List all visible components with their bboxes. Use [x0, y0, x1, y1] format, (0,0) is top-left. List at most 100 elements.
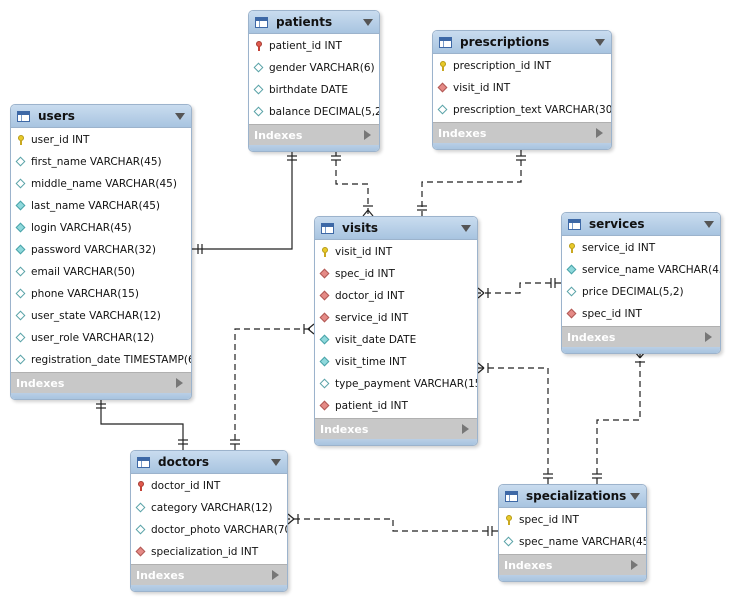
table-icon: [17, 110, 30, 122]
column-row[interactable]: prescription_text VARCHAR(300): [433, 99, 611, 121]
column-label: doctor_id INT: [151, 480, 221, 492]
expand-arrow-icon[interactable]: [176, 378, 183, 388]
column-row[interactable]: password VARCHAR(32): [11, 239, 191, 261]
relationship-users-doctors[interactable]: [96, 398, 188, 450]
indexes-section[interactable]: Indexes: [315, 418, 477, 439]
column-row[interactable]: type_payment VARCHAR(15): [315, 373, 477, 395]
column-row[interactable]: service_id INT: [315, 307, 477, 329]
column-row[interactable]: doctor_id INT: [131, 475, 287, 497]
column-row[interactable]: patient_id INT: [315, 395, 477, 417]
primary-key-icon: [438, 61, 448, 71]
not-null-column-icon: [567, 265, 577, 275]
column-row[interactable]: birthdate DATE: [249, 79, 379, 101]
column-row[interactable]: spec_name VARCHAR(45): [499, 531, 646, 553]
indexes-section[interactable]: Indexes: [433, 122, 611, 143]
column-row[interactable]: phone VARCHAR(15): [11, 283, 191, 305]
table-header[interactable]: services: [562, 213, 720, 236]
column-row[interactable]: spec_id INT: [562, 303, 720, 325]
table-title: patients: [276, 15, 333, 29]
column-row[interactable]: first_name VARCHAR(45): [11, 151, 191, 173]
foreign-key-icon: [320, 313, 330, 323]
relationship-patients-visits[interactable]: [331, 150, 374, 217]
indexes-label: Indexes: [136, 568, 185, 582]
column-row[interactable]: visit_id INT: [315, 241, 477, 263]
table-header[interactable]: visits: [315, 217, 477, 240]
relationship-specializations-visits[interactable]: [477, 362, 553, 484]
column-row[interactable]: last_name VARCHAR(45): [11, 195, 191, 217]
column-row[interactable]: doctor_photo VARCHAR(70): [131, 519, 287, 541]
column-row[interactable]: prescription_id INT: [433, 55, 611, 77]
column-row[interactable]: registration_date TIMESTAMP(6): [11, 349, 191, 371]
collapse-caret-icon[interactable]: [175, 112, 185, 120]
column-row[interactable]: spec_id INT: [499, 509, 646, 531]
indexes-label: Indexes: [567, 330, 616, 344]
indexes-section[interactable]: Indexes: [131, 564, 287, 585]
collapse-caret-icon[interactable]: [704, 220, 714, 228]
table-header[interactable]: patients: [249, 11, 379, 34]
column-row[interactable]: visit_id INT: [433, 77, 611, 99]
column-row[interactable]: specialization_id INT: [131, 541, 287, 563]
column-row[interactable]: service_name VARCHAR(45): [562, 259, 720, 281]
column-row[interactable]: middle_name VARCHAR(45): [11, 173, 191, 195]
column-row[interactable]: doctor_id INT: [315, 285, 477, 307]
expand-arrow-icon[interactable]: [631, 560, 638, 570]
table-icon: [568, 218, 581, 230]
relationship-prescriptions-visits[interactable]: [417, 150, 526, 216]
column-label: type_payment VARCHAR(15): [335, 378, 478, 390]
collapse-caret-icon[interactable]: [595, 38, 605, 46]
column-row[interactable]: category VARCHAR(12): [131, 497, 287, 519]
relationship-specializations-doctors[interactable]: [287, 513, 498, 536]
column-row[interactable]: email VARCHAR(50): [11, 261, 191, 283]
column-label: user_role VARCHAR(12): [31, 332, 155, 344]
not-null-column-icon: [320, 335, 330, 345]
expand-arrow-icon[interactable]: [596, 128, 603, 138]
collapse-caret-icon[interactable]: [271, 458, 281, 466]
expand-arrow-icon[interactable]: [364, 130, 371, 140]
relationship-specializations-services[interactable]: [592, 351, 646, 484]
column-icon: [16, 311, 26, 321]
indexes-section[interactable]: Indexes: [562, 326, 720, 347]
column-row[interactable]: visit_date DATE: [315, 329, 477, 351]
column-row[interactable]: service_id INT: [562, 237, 720, 259]
column-row[interactable]: user_id INT: [11, 129, 191, 151]
column-row[interactable]: gender VARCHAR(6): [249, 57, 379, 79]
column-row[interactable]: balance DECIMAL(5,2): [249, 101, 379, 123]
expand-arrow-icon[interactable]: [272, 570, 279, 580]
table-header[interactable]: prescriptions: [433, 31, 611, 54]
primary-foreign-key-icon: [254, 41, 264, 51]
column-row[interactable]: user_state VARCHAR(12): [11, 305, 191, 327]
collapse-caret-icon[interactable]: [363, 18, 373, 26]
column-row[interactable]: spec_id INT: [315, 263, 477, 285]
indexes-section[interactable]: Indexes: [499, 554, 646, 575]
indexes-section[interactable]: Indexes: [249, 124, 379, 145]
column-row[interactable]: patient_id INT: [249, 35, 379, 57]
relationship-users-patients[interactable]: [192, 150, 297, 254]
table-header[interactable]: specializations: [499, 485, 646, 508]
column-row[interactable]: price DECIMAL(5,2): [562, 281, 720, 303]
column-row[interactable]: visit_time INT: [315, 351, 477, 373]
column-label: service_name VARCHAR(45): [582, 264, 721, 276]
expand-arrow-icon[interactable]: [462, 424, 469, 434]
collapse-caret-icon[interactable]: [461, 224, 471, 232]
table-footer: [499, 575, 646, 581]
column-row[interactable]: user_role VARCHAR(12): [11, 327, 191, 349]
table-header[interactable]: doctors: [131, 451, 287, 474]
column-row[interactable]: login VARCHAR(45): [11, 217, 191, 239]
relationship-doctors-visits[interactable]: [230, 323, 315, 450]
relationship-services-visits[interactable]: [477, 278, 561, 299]
table-doctors[interactable]: doctors doctor_id INT category VARCHAR(12)…: [130, 450, 288, 592]
column-icon: [16, 355, 26, 365]
table-header[interactable]: users: [11, 105, 191, 128]
expand-arrow-icon[interactable]: [705, 332, 712, 342]
column-label: user_state VARCHAR(12): [31, 310, 161, 322]
indexes-section[interactable]: Indexes: [11, 372, 191, 393]
collapse-caret-icon[interactable]: [630, 492, 640, 500]
